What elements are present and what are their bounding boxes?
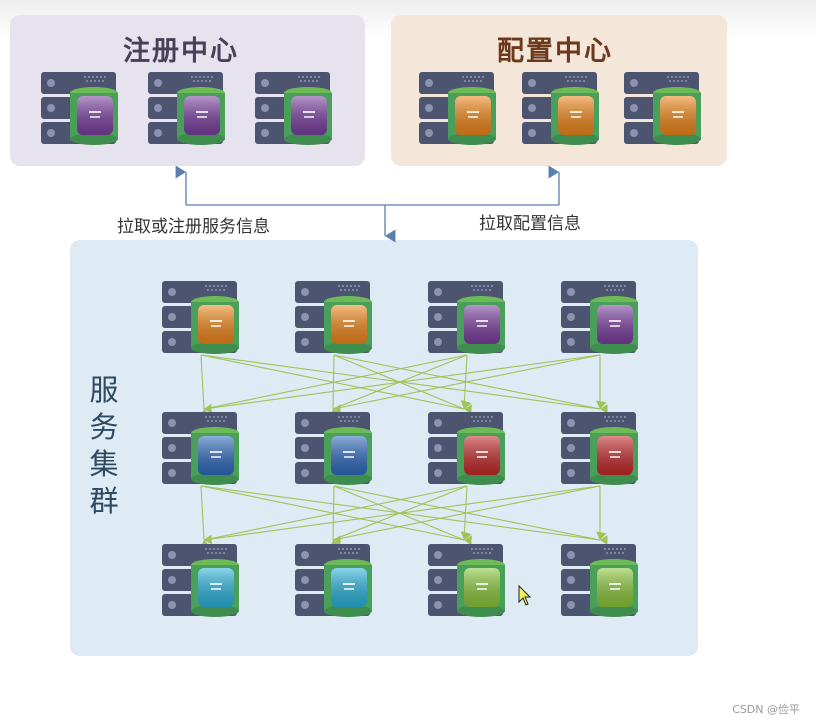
cluster-server-r3-c2 (294, 543, 372, 618)
mesh-arrow-r1-4-to-2 (329, 354, 601, 418)
config-server-2 (521, 71, 599, 146)
mesh-arrow-r1-4-to-1 (200, 354, 601, 418)
registry-server-2 (147, 71, 225, 146)
cluster-server-r2-c4 (560, 411, 638, 486)
pull-register-label: 拉取或注册服务信息 (117, 217, 270, 237)
cluster-server-r3-c4 (560, 543, 638, 618)
cluster-mesh-lines (200, 354, 608, 549)
cluster-server-r2-c3 (427, 411, 505, 486)
registry-center-title: 注册中心 (123, 36, 239, 67)
cluster-server-r1-c1 (161, 280, 239, 355)
mesh-arrow-r2-1-to-1 (200, 485, 212, 545)
cluster-server-r2-c2 (294, 411, 372, 486)
watermark: CSDN @俭平 (732, 703, 800, 716)
mesh-arrow-r2-4-to-1 (200, 485, 601, 549)
mesh-arrow-r1-3-to-1 (200, 354, 468, 418)
mesh-arrow-r2-4-to-2 (329, 485, 601, 549)
mesh-arrow-r2-3-to-1 (200, 485, 468, 549)
cluster-server-r2-c1 (161, 411, 239, 486)
cluster-server-r3-c1 (161, 543, 239, 618)
config-server-1 (418, 71, 496, 146)
cluster-server-r1-c2 (294, 280, 372, 355)
mesh-arrow-r1-1-to-3 (200, 354, 471, 410)
cluster-server-r1-c4 (560, 280, 638, 355)
config-center-title: 配置中心 (497, 36, 613, 67)
registry-server-1 (40, 71, 118, 146)
pull-config-label: 拉取配置信息 (479, 214, 581, 234)
cluster-server-r1-c3 (427, 280, 505, 355)
mesh-arrow-r1-1-to-1 (200, 354, 212, 414)
config-server-3 (623, 71, 701, 146)
cluster-server-r3-c3 (427, 543, 505, 618)
center-connector (175, 165, 560, 243)
mesh-arrow-r2-1-to-3 (200, 485, 471, 541)
service-cluster-label: 服务集群 (89, 373, 119, 518)
registry-server-3 (254, 71, 332, 146)
